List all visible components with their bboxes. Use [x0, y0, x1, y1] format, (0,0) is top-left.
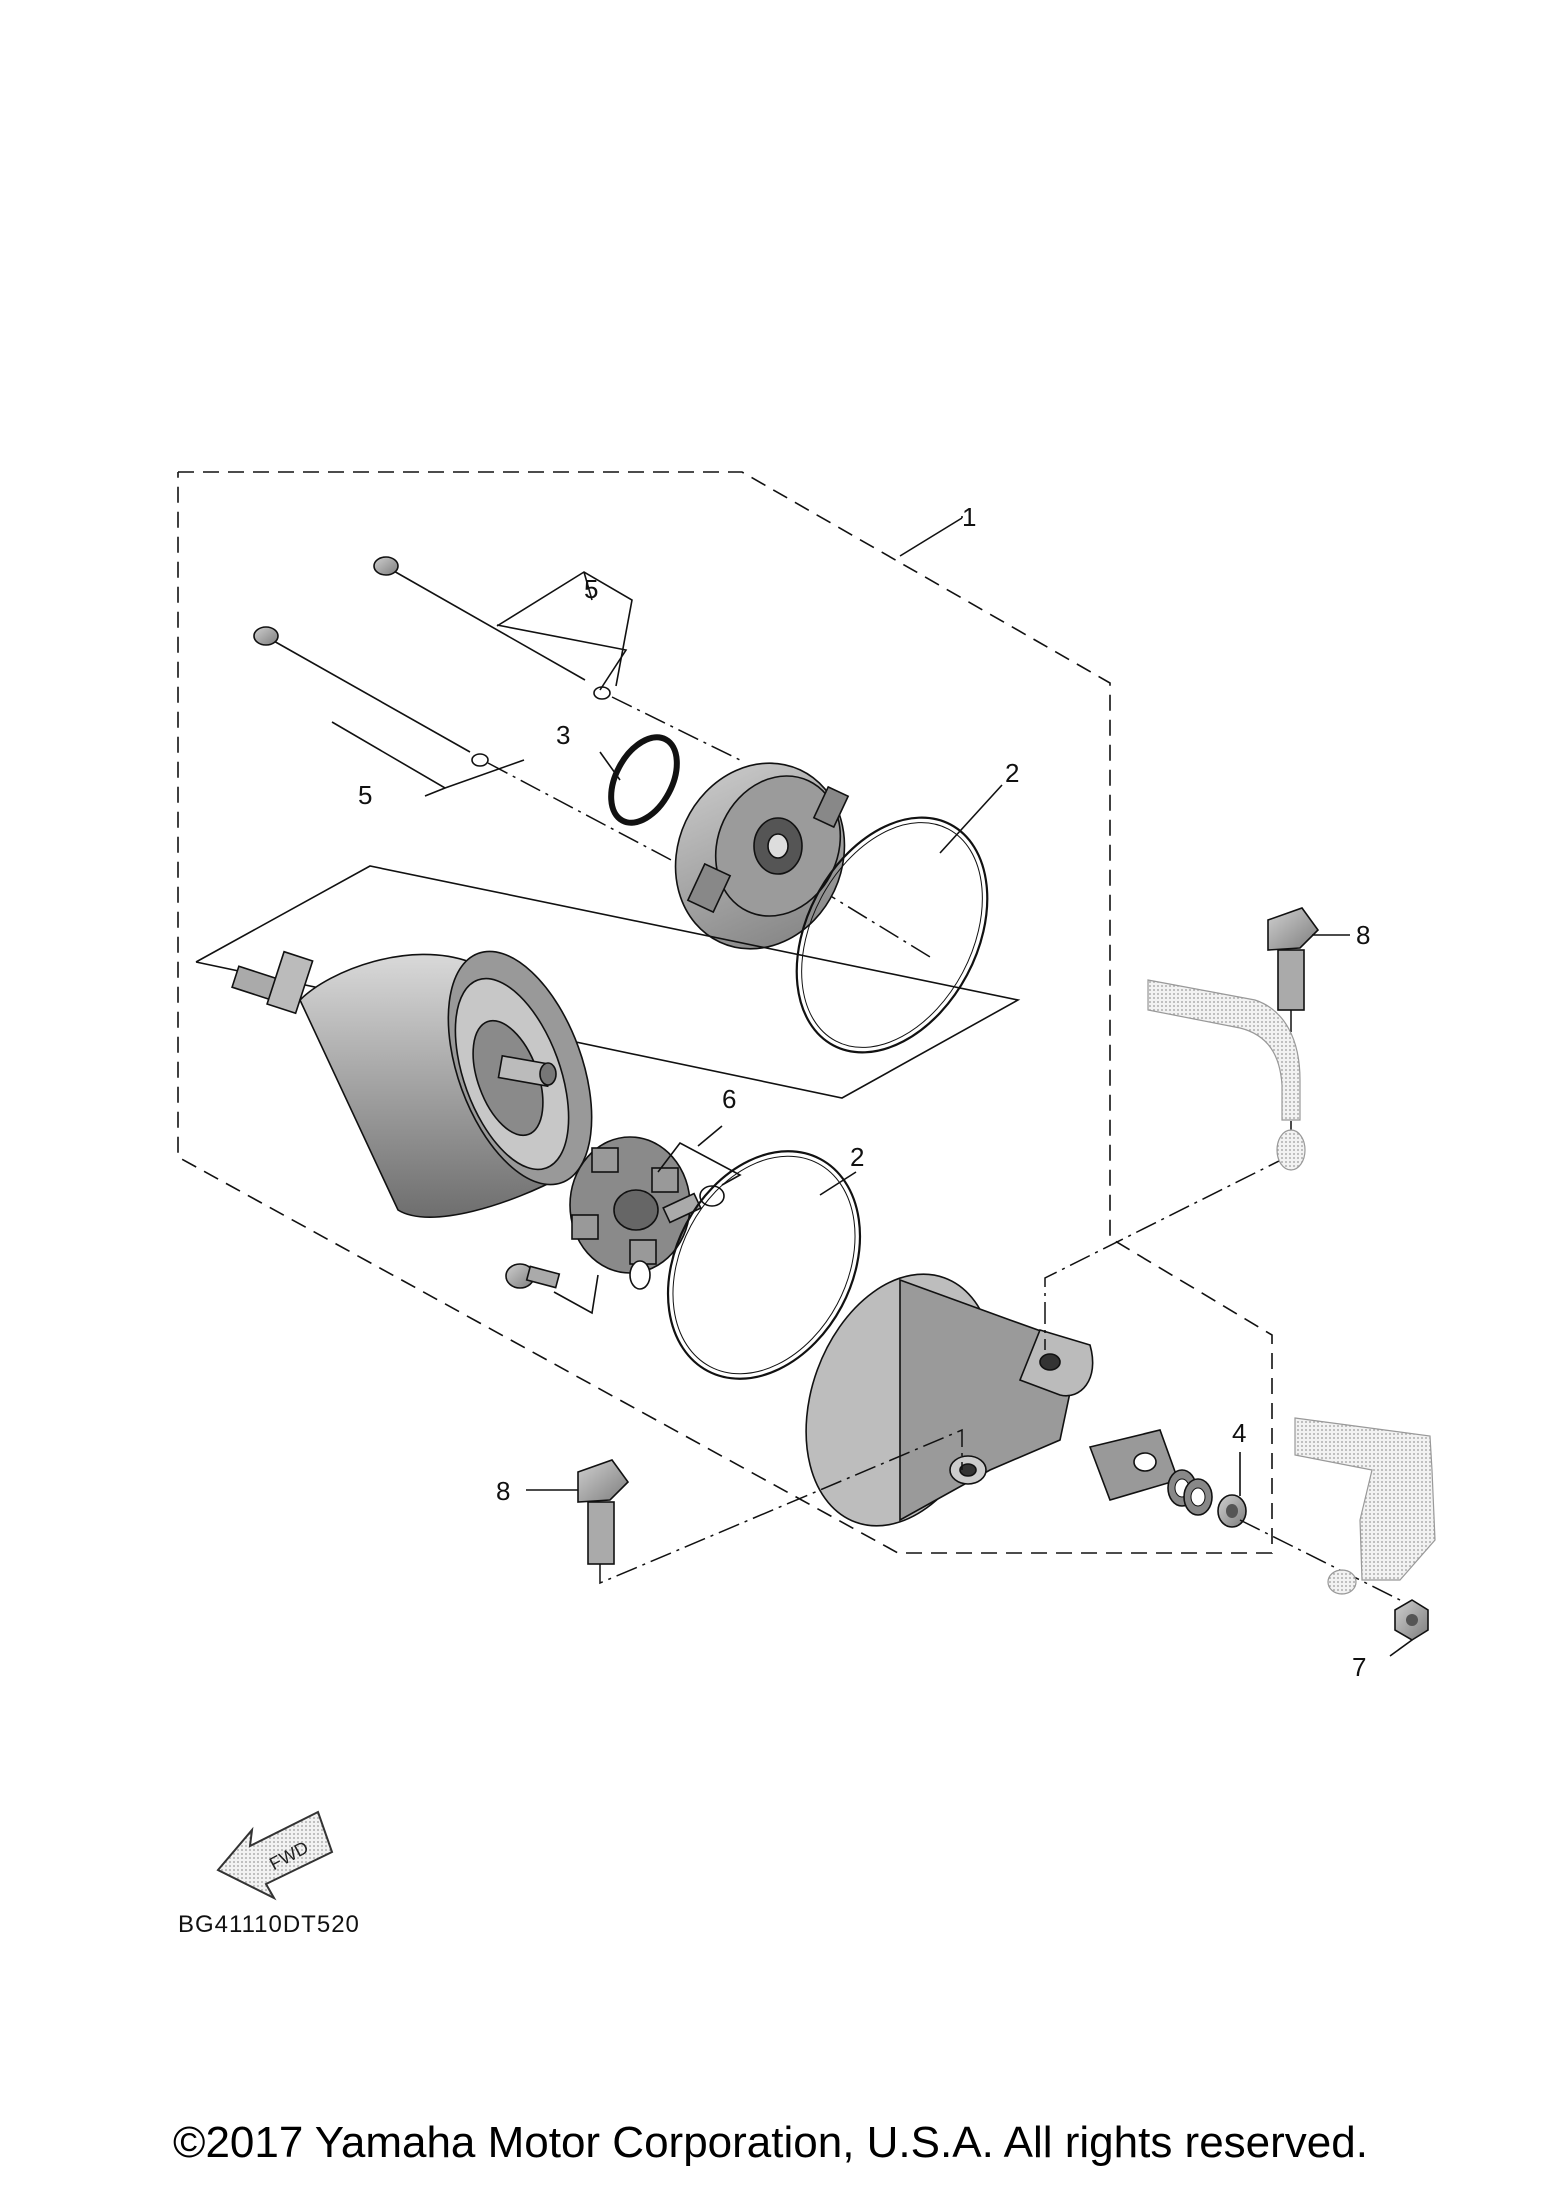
copyright-notice: ©2017 Yamaha Motor Corporation, U.S.A. A… — [173, 2118, 1368, 2167]
callout-5-bracket-lower — [331, 721, 525, 789]
callout-1-leader — [899, 517, 963, 557]
front-cover — [674, 762, 850, 950]
callout-2-upper-leader — [939, 784, 1003, 854]
callout-6: 6 — [722, 1084, 736, 1114]
armature-bracket — [195, 865, 1021, 1099]
brush-holder — [569, 1136, 702, 1290]
screw-leader — [553, 1274, 599, 1315]
callout-2-upper: 2 — [1005, 758, 1019, 788]
bolt-washer-upper — [593, 686, 611, 700]
callout-5-bracket-upper-link — [496, 624, 628, 691]
callout-3: 3 — [556, 720, 570, 750]
callout-7-leader — [1389, 1639, 1413, 1657]
callout-7: 7 — [1352, 1652, 1366, 1682]
nut-7 — [1394, 1599, 1429, 1641]
o-ring-3 — [608, 734, 680, 826]
starter-cable-upper — [1147, 979, 1306, 1171]
through-bolt-lower — [253, 626, 471, 753]
callout-4: 4 — [1232, 1418, 1246, 1448]
callout-6-leader — [697, 1125, 723, 1147]
drawing-code: BG41110DT520 — [178, 1911, 360, 1938]
through-bolt-upper — [373, 556, 586, 681]
callout-6-bracket — [657, 1141, 742, 1186]
rear-cover — [805, 1273, 1094, 1527]
o-ring-2-lower — [666, 1150, 862, 1380]
callout-5-leader-upper — [583, 571, 593, 601]
armature-yoke — [231, 950, 593, 1218]
callout-1: 1 — [962, 502, 976, 532]
brush-screw — [505, 1263, 561, 1289]
bolt-washer-lower — [471, 753, 489, 767]
callout-3-leader — [599, 751, 621, 781]
callout-8-lower: 8 — [496, 1476, 510, 1506]
fwd-arrow-icon: FWD — [216, 1810, 334, 1901]
nut-centerline — [1239, 1519, 1401, 1601]
callout-2-lower-leader — [819, 1171, 857, 1196]
bolt-8-lower-centerline — [599, 1428, 963, 1585]
nut-4 — [1217, 1494, 1247, 1528]
callout-5-lower: 5 — [358, 780, 372, 810]
assembly-boundary — [177, 471, 1273, 1554]
o-ring-2-upper — [795, 816, 989, 1054]
mounting-bolt-8-lower — [577, 1459, 630, 1565]
callout-5-upper: 5 — [584, 574, 598, 604]
starter-cable-lower — [1294, 1417, 1436, 1595]
mounting-bolt-8-upper — [1267, 907, 1320, 1011]
axis-line-lower — [487, 762, 691, 871]
callout-2-lower: 2 — [850, 1142, 864, 1172]
callout-5-bracket-upper — [496, 571, 633, 687]
axis-line-upper — [611, 696, 741, 761]
bolt-8-upper-centerline — [1044, 1010, 1292, 1350]
terminal-block — [1088, 1429, 1180, 1501]
callout-8-upper: 8 — [1356, 920, 1370, 950]
callout-5-leader-lower — [424, 787, 446, 797]
